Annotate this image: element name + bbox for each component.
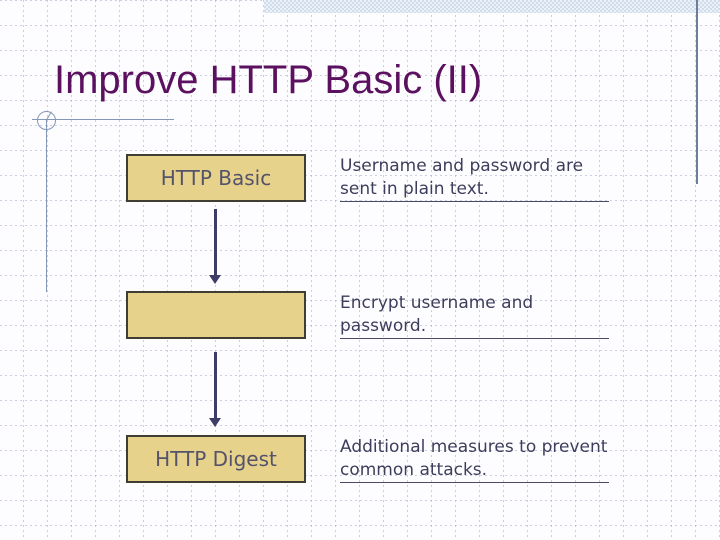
flow-box-http-digest: HTTP Digest [126, 435, 306, 483]
note-text: Username and password are sent in plain … [340, 155, 583, 201]
flow-box-label: HTTP Basic [160, 166, 272, 190]
note-line: common attacks. [340, 460, 488, 480]
note-text: Encrypt username and password. [340, 292, 533, 338]
arrow-shaft [213, 352, 217, 418]
note-underline [340, 482, 609, 483]
arrow-head-icon [209, 275, 221, 284]
note-underline [340, 201, 609, 202]
top-hatch-bar [264, 0, 720, 13]
slide-title: Improve HTTP Basic (II) [54, 58, 483, 102]
note-line: Additional measures to prevent [340, 437, 608, 457]
flow-row: Encrypt username and password. [0, 291, 720, 339]
right-edge-accent-line [696, 0, 698, 184]
note-line: Username and password are [340, 156, 584, 176]
flow-row: HTTP Digest Additional measures to preve… [0, 435, 720, 483]
flow-box-middle [126, 291, 306, 339]
note-underline [340, 338, 609, 339]
flow-row: HTTP Basic Username and password are sen… [0, 154, 720, 202]
note-line: Encrypt username and [340, 293, 534, 313]
arrow-head-icon [209, 418, 221, 427]
ornament-horizontal-line [32, 119, 174, 120]
flow-box-http-basic: HTTP Basic [126, 154, 306, 202]
note-line: password. [340, 316, 427, 336]
ornament-compass-circle [37, 111, 56, 130]
ornament-vertical-line [46, 120, 47, 292]
arrow-shaft [213, 209, 217, 275]
flow-box-label: HTTP Digest [155, 447, 277, 471]
note-text: Additional measures to prevent common at… [340, 436, 607, 482]
note-line: sent in plain text. [340, 179, 489, 199]
